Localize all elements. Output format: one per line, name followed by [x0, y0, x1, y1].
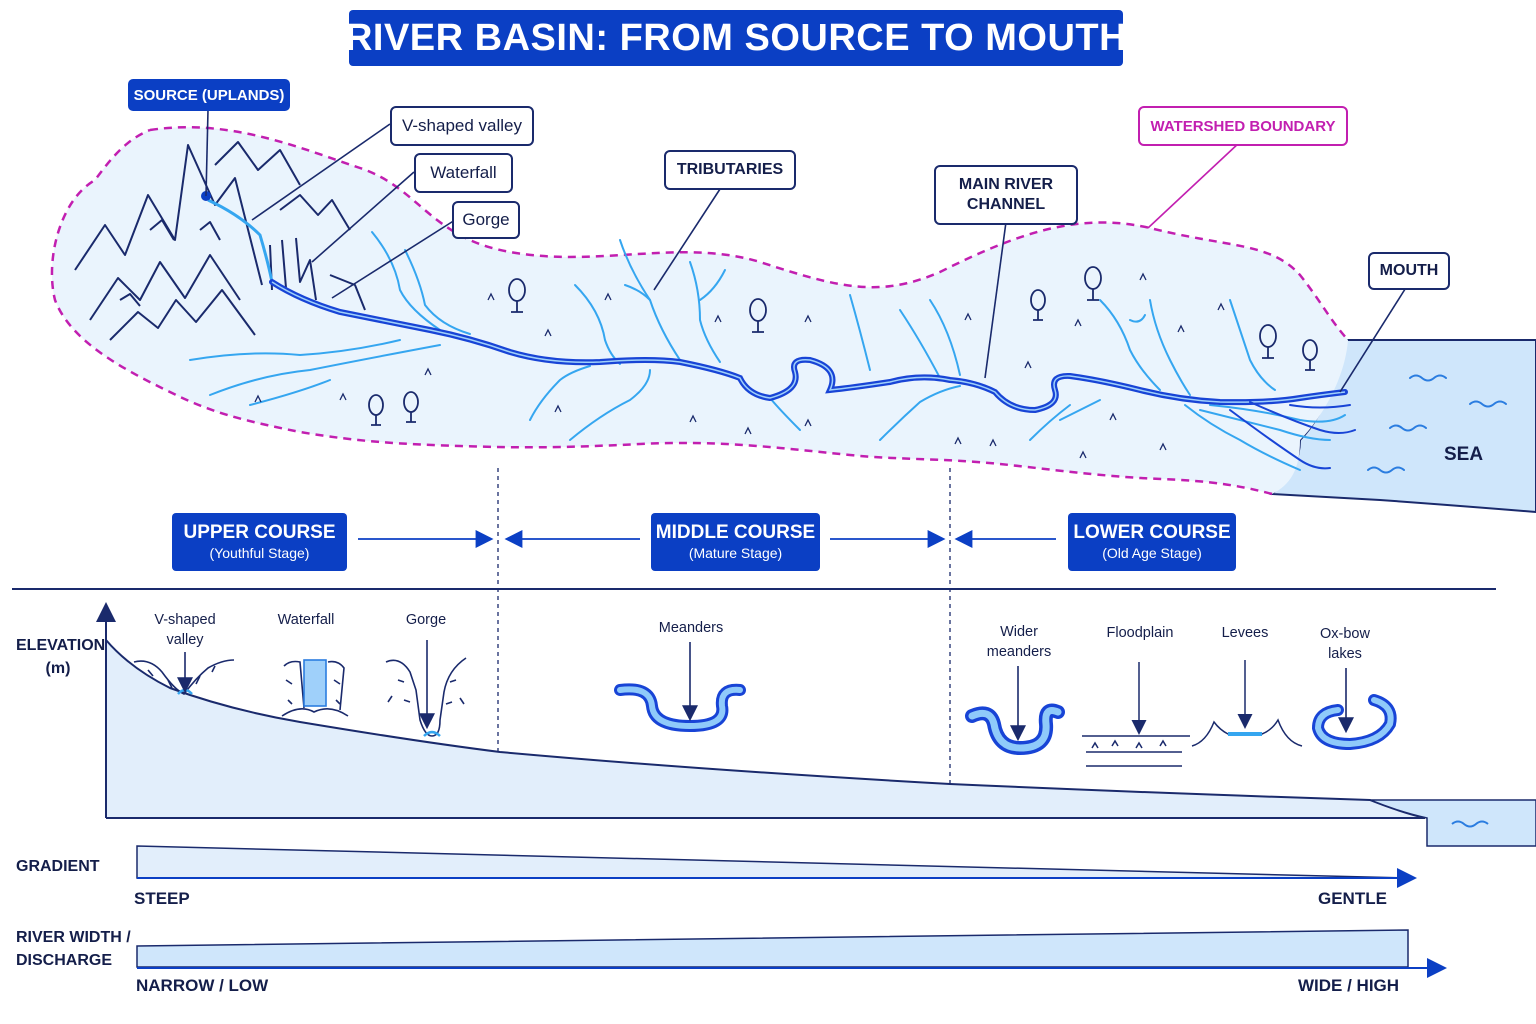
label-watershed-boundary: WATERSHED BOUNDARY: [1138, 106, 1348, 146]
middle-course-stage: (Mature Stage): [688, 545, 783, 561]
upper-course-box: UPPER COURSE (Youthful Stage): [172, 513, 347, 571]
label-sea: SEA: [1444, 444, 1484, 465]
lower-course-name: LOWER COURSE: [1073, 522, 1231, 543]
upper-course-stage: (Youthful Stage): [209, 545, 310, 561]
page-title: RIVER BASIN: FROM SOURCE TO MOUTH: [345, 10, 1127, 66]
icon-v-valley: [133, 652, 235, 695]
label-v-shaped-valley: V-shaped valley: [390, 106, 534, 146]
profile-line: [105, 639, 1426, 819]
sea-waves: [1367, 374, 1507, 474]
profile-label-floodplain: Floodplain: [1106, 625, 1174, 641]
profile-label-waterfall: Waterfall: [277, 612, 335, 628]
middle-course-name: MIDDLE COURSE: [655, 522, 816, 543]
profile-label-meanders: Meanders: [658, 620, 724, 636]
profile-label-levees: Levees: [1221, 625, 1269, 641]
label-gorge: Gorge: [452, 201, 520, 239]
profile-sea-wave: [1451, 820, 1489, 828]
elevation-profile: [106, 640, 1425, 818]
icon-wider-meanders: [965, 666, 1065, 756]
grass-tufts: [254, 272, 1225, 459]
label-main-river-channel: MAIN RIVER CHANNEL: [934, 165, 1078, 225]
waterfall-on-map: [207, 198, 274, 283]
upper-course-name: UPPER COURSE: [183, 522, 336, 543]
width-wedge: [136, 929, 1409, 968]
delta-channels: [1229, 401, 1356, 470]
profile-label-wider-meanders: Wider meanders: [986, 624, 1052, 660]
lower-course-box: LOWER COURSE (Old Age Stage): [1068, 513, 1236, 571]
label-mouth: MOUTH: [1368, 252, 1450, 290]
gradient-end-label: GENTLE: [1318, 889, 1387, 908]
callout-leaders: [205, 109, 1408, 393]
trees: [368, 266, 1318, 426]
watershed-boundary-line: [50, 126, 1349, 496]
profile-label-gorge: Gorge: [405, 612, 447, 628]
middle-course-box: MIDDLE COURSE (Mature Stage): [651, 513, 820, 571]
profile-label-v-valley: V-shaped valley: [154, 612, 216, 648]
gradient-wedge: [136, 845, 1407, 879]
tributary-network: [189, 231, 1346, 471]
icon-gorge: [385, 640, 467, 737]
icon-oxbow: [1311, 668, 1397, 751]
icon-waterfall: [281, 659, 349, 717]
profile-label-oxbow: Ox-bow lakes: [1320, 626, 1370, 662]
elevation-axis-label: ELEVATION (m): [16, 637, 106, 677]
icon-levees: [1191, 660, 1303, 747]
icon-floodplain: [1082, 662, 1190, 767]
icon-meanders: [614, 642, 746, 733]
width-label: RIVER WIDTH / DISCHARGE: [16, 929, 131, 969]
label-waterfall: Waterfall: [414, 153, 513, 193]
width-end-label: WIDE / HIGH: [1298, 976, 1400, 995]
width-start-label: NARROW / LOW: [136, 976, 269, 995]
gradient-label: GRADIENT: [16, 858, 100, 875]
upland-mountains: [74, 141, 366, 341]
label-source: SOURCE (UPLANDS): [128, 79, 290, 111]
gradient-start-label: STEEP: [134, 889, 190, 908]
lower-course-stage: (Old Age Stage): [1102, 545, 1202, 561]
label-tributaries: TRIBUTARIES: [664, 150, 796, 190]
river-highlight: [271, 281, 1346, 411]
